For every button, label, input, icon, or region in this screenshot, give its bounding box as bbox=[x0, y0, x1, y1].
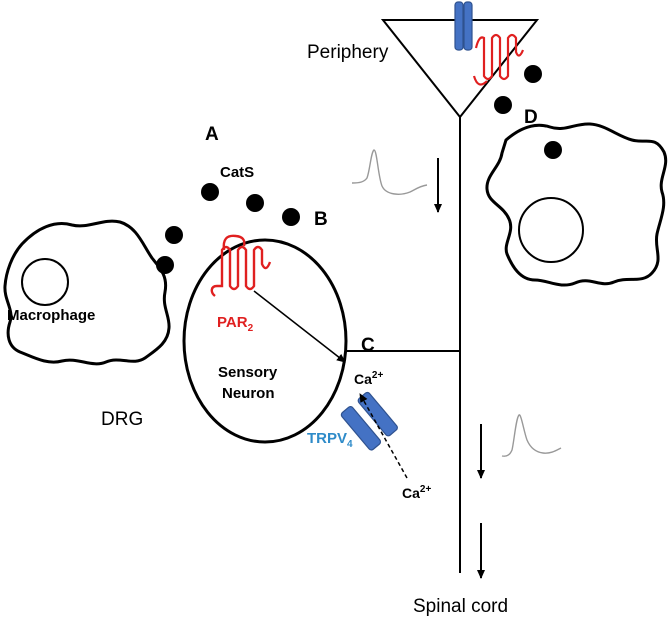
right-macrophage-nucleus bbox=[518, 197, 584, 263]
macrophage-label: Macrophage bbox=[7, 307, 95, 324]
label-a: A bbox=[205, 124, 219, 145]
left-macrophage-nucleus bbox=[21, 258, 69, 306]
par2-to-trpv4-arrow bbox=[253, 290, 346, 363]
neuron-label: Neuron bbox=[222, 385, 275, 402]
calcium-top-label: Ca2+ bbox=[354, 370, 383, 387]
label-b: B bbox=[314, 209, 328, 230]
periphery-ion-channel-icon bbox=[454, 1, 473, 51]
cathepsin-s-dots bbox=[156, 65, 562, 274]
cats-dot-icon bbox=[246, 194, 264, 212]
cats-label: CatS bbox=[220, 164, 254, 181]
cats-dot-icon bbox=[524, 65, 542, 83]
par2-label: PAR2 bbox=[217, 314, 254, 334]
calcium-bottom-label: Ca2+ bbox=[402, 484, 431, 501]
cats-dot-icon bbox=[494, 96, 512, 114]
spinal-cord-label: Spinal cord bbox=[413, 596, 508, 617]
cats-dot-icon bbox=[201, 183, 219, 201]
calcium-influx-arrow bbox=[359, 393, 408, 479]
trpv4-label: TRPV4 bbox=[307, 430, 353, 450]
sensory-label: Sensory bbox=[218, 364, 278, 381]
periphery-action-potential-trace bbox=[351, 149, 428, 195]
periphery-label: Periphery bbox=[307, 42, 389, 63]
cats-dot-icon bbox=[282, 208, 300, 226]
left-macrophage-outline bbox=[3, 219, 171, 366]
cats-dot-icon bbox=[156, 256, 174, 274]
sensory-neuron-cell-body bbox=[182, 238, 348, 444]
cats-dot-icon bbox=[544, 141, 562, 159]
cats-dot-icon bbox=[165, 226, 183, 244]
central-action-potential-trace bbox=[501, 414, 562, 457]
label-c: C bbox=[361, 335, 375, 356]
cell-body-par2-receptor-icon bbox=[210, 234, 272, 297]
periphery-par2-receptor-icon bbox=[472, 33, 525, 86]
right-macrophage-outline bbox=[485, 122, 668, 287]
label-d: D bbox=[524, 107, 538, 128]
drg-label: DRG bbox=[101, 409, 143, 430]
